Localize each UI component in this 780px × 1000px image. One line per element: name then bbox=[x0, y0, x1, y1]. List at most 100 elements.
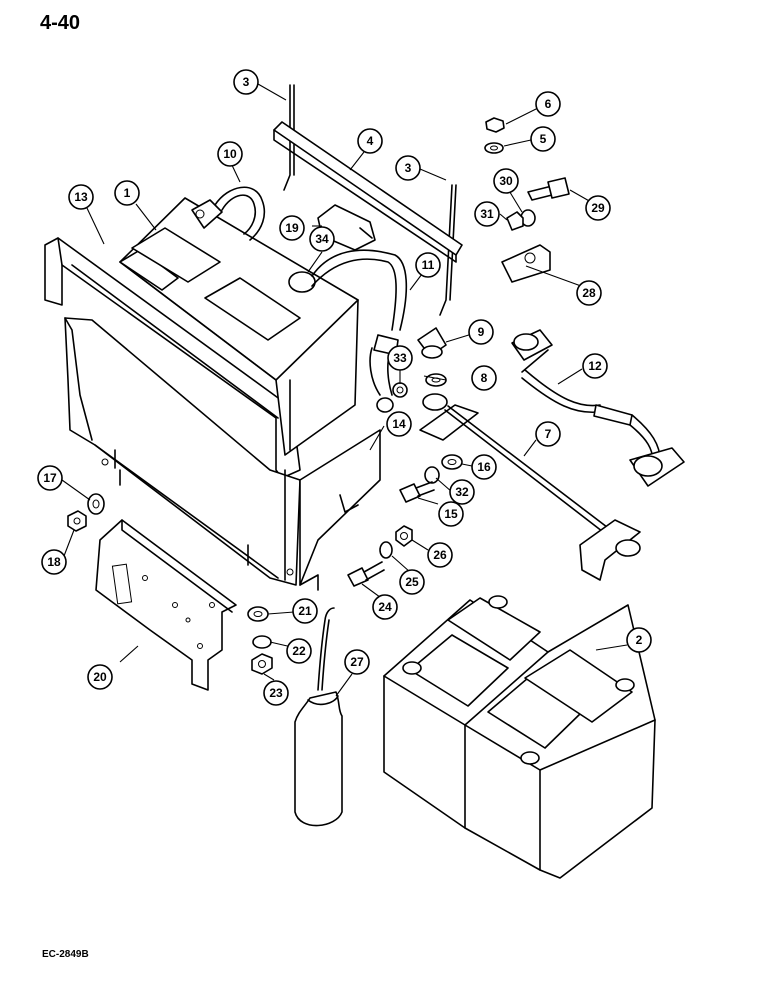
callout-number: 3 bbox=[243, 75, 250, 89]
callout-number: 6 bbox=[545, 97, 552, 111]
electrolyte-bottle bbox=[294, 607, 343, 827]
callout-16: 16 bbox=[471, 454, 497, 480]
cable-clip-fasteners bbox=[501, 177, 570, 283]
negative-cable bbox=[288, 249, 408, 413]
positive-cable bbox=[191, 186, 266, 241]
dual-battery-pack bbox=[383, 595, 656, 879]
callout-1: 1 bbox=[114, 180, 140, 206]
callout-33: 33 bbox=[387, 345, 413, 371]
callout-number: 4 bbox=[367, 134, 374, 148]
callout-number: 20 bbox=[93, 670, 107, 684]
callout-27: 27 bbox=[344, 649, 370, 675]
hold-down-bar bbox=[273, 121, 463, 263]
lock-washer-22 bbox=[252, 635, 272, 649]
callout-9: 9 bbox=[468, 319, 494, 345]
battery-support-plate bbox=[64, 317, 381, 591]
callout-28: 28 bbox=[576, 280, 602, 306]
page-number: 4-40 bbox=[40, 12, 81, 34]
callout-number: 1 bbox=[124, 186, 131, 200]
callout-11: 11 bbox=[415, 252, 441, 278]
callout-number: 13 bbox=[74, 190, 88, 204]
callout-number: 2 bbox=[636, 633, 643, 647]
leader-lines bbox=[61, 83, 628, 697]
callout-number: 14 bbox=[392, 417, 406, 431]
callout-number: 23 bbox=[269, 686, 283, 700]
callout-24: 24 bbox=[372, 594, 398, 620]
hex-nut-23 bbox=[251, 653, 273, 675]
lock-washer-mid bbox=[379, 541, 393, 559]
callout-number: 28 bbox=[582, 286, 596, 300]
callout-number: 16 bbox=[477, 460, 491, 474]
callout-3b: 3 bbox=[395, 155, 421, 181]
callout-number: 33 bbox=[393, 351, 407, 365]
callout-20: 20 bbox=[87, 664, 113, 690]
battery-link-cable bbox=[511, 329, 685, 487]
hex-nut-mid bbox=[395, 525, 413, 547]
callout-number: 21 bbox=[298, 604, 312, 618]
nut-and-washer bbox=[484, 117, 505, 154]
single-battery bbox=[119, 197, 359, 456]
wing-nut bbox=[417, 327, 447, 359]
callout-number: 25 bbox=[405, 575, 419, 589]
callout-number: 17 bbox=[43, 471, 57, 485]
washer-left bbox=[87, 493, 105, 515]
callout-number: 3 bbox=[405, 161, 412, 175]
callout-34: 34 bbox=[309, 226, 335, 252]
callout-number: 22 bbox=[292, 644, 306, 658]
callout-number: 5 bbox=[540, 132, 547, 146]
callout-number: 29 bbox=[591, 201, 605, 215]
figure-code: EC-2849B bbox=[42, 949, 89, 960]
callout-25: 25 bbox=[399, 569, 425, 595]
callout-number: 32 bbox=[455, 485, 469, 499]
hold-down-rods bbox=[283, 84, 457, 316]
callout-number: 24 bbox=[378, 600, 392, 614]
callout-23: 23 bbox=[263, 680, 289, 706]
callout-number: 26 bbox=[433, 548, 447, 562]
callout-number: 34 bbox=[315, 232, 329, 246]
mounting-bracket bbox=[95, 519, 237, 691]
callout-2: 2 bbox=[626, 627, 652, 653]
callout-12: 12 bbox=[582, 353, 608, 379]
callout-22: 22 bbox=[286, 638, 312, 664]
hold-down-rod bbox=[419, 393, 641, 581]
nut-left bbox=[67, 510, 87, 532]
callout-number: 15 bbox=[444, 507, 458, 521]
callout-30: 30 bbox=[493, 168, 519, 194]
callout-26: 26 bbox=[427, 542, 453, 568]
callout-number: 7 bbox=[545, 427, 552, 441]
callout-6: 6 bbox=[535, 91, 561, 117]
washer-small bbox=[441, 454, 463, 470]
callout-number: 27 bbox=[350, 655, 364, 669]
washer-21 bbox=[247, 606, 269, 622]
hex-bolt-lower bbox=[347, 561, 385, 587]
callout-5: 5 bbox=[530, 126, 556, 152]
callout-29: 29 bbox=[585, 195, 611, 221]
callout-8: 8 bbox=[471, 365, 497, 391]
callout-14: 14 bbox=[386, 411, 412, 437]
callout-number: 19 bbox=[285, 221, 299, 235]
callout-number: 30 bbox=[499, 174, 513, 188]
lock-washer bbox=[424, 466, 440, 484]
callout-31: 31 bbox=[474, 201, 500, 227]
callout-4: 4 bbox=[357, 128, 383, 154]
callout-number: 11 bbox=[422, 258, 435, 272]
callout-number: 10 bbox=[223, 147, 237, 161]
callout-number: 18 bbox=[47, 555, 61, 569]
star-washer bbox=[392, 382, 408, 398]
callout-number: 12 bbox=[588, 359, 602, 373]
callout-7: 7 bbox=[535, 421, 561, 447]
battery-box-frame bbox=[44, 237, 301, 479]
callout-13: 13 bbox=[68, 184, 94, 210]
callout-number: 8 bbox=[481, 371, 488, 385]
callout-number: 9 bbox=[478, 325, 485, 339]
callout-10: 10 bbox=[217, 141, 243, 167]
callout-18: 18 bbox=[41, 549, 67, 575]
hex-bolt-upper bbox=[399, 481, 435, 503]
callout-19: 19 bbox=[279, 215, 305, 241]
callout-15: 15 bbox=[438, 501, 464, 527]
callout-number: 31 bbox=[480, 207, 494, 221]
callout-32: 32 bbox=[449, 479, 475, 505]
callout-21: 21 bbox=[292, 598, 318, 624]
callout-3a: 3 bbox=[233, 69, 259, 95]
